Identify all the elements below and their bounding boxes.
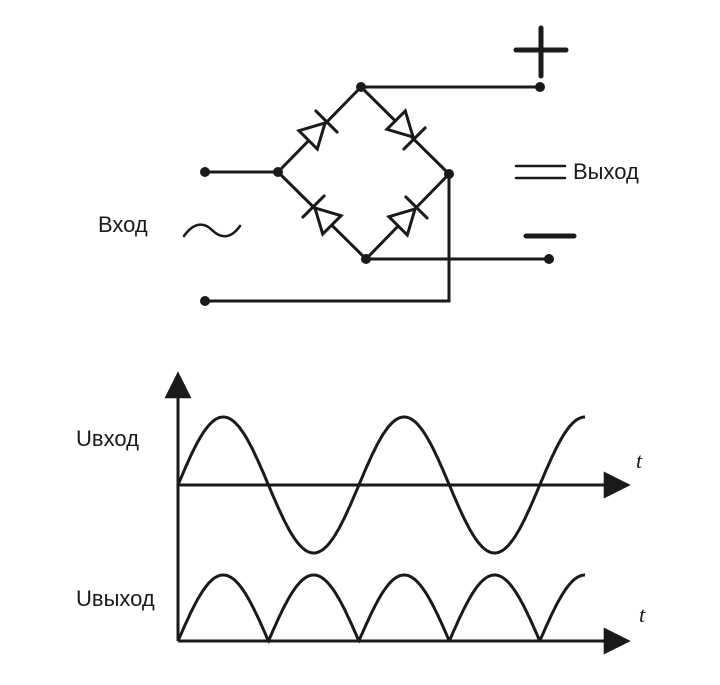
- node-bridge-right: [444, 169, 454, 179]
- bridge-circuit: [182, 25, 577, 303]
- diode-2-icon: [384, 108, 427, 151]
- y-label-input: Uвход: [76, 426, 139, 451]
- diode-4-icon: [386, 195, 429, 238]
- node-bridge-top: [356, 82, 366, 92]
- input-label: Вход: [98, 212, 148, 237]
- dc-symbol-icon: [514, 164, 567, 180]
- node-input-bottom: [200, 296, 210, 306]
- y-label-output: Uвыход: [76, 586, 155, 611]
- output-rectified-wave: [176, 573, 585, 644]
- waveforms: [176, 415, 585, 644]
- node-bridge-left: [273, 167, 283, 177]
- plus-sign-icon: [513, 25, 569, 79]
- x-label-output: t: [639, 602, 646, 627]
- node-output-minus: [544, 254, 554, 264]
- waveform-axes: [164, 371, 631, 655]
- input-sine-wave: [176, 415, 585, 555]
- diode-3-icon: [301, 194, 344, 237]
- diode-1-icon: [296, 109, 339, 152]
- node-input-top: [200, 167, 210, 177]
- bridge-nodes: [200, 82, 554, 306]
- ac-symbol-icon: [182, 223, 242, 238]
- node-output-plus: [535, 82, 545, 92]
- input-wire-bottom: [203, 172, 451, 303]
- x-label-input: t: [636, 448, 643, 473]
- node-bridge-bottom: [361, 254, 371, 264]
- output-label: Выход: [573, 159, 639, 184]
